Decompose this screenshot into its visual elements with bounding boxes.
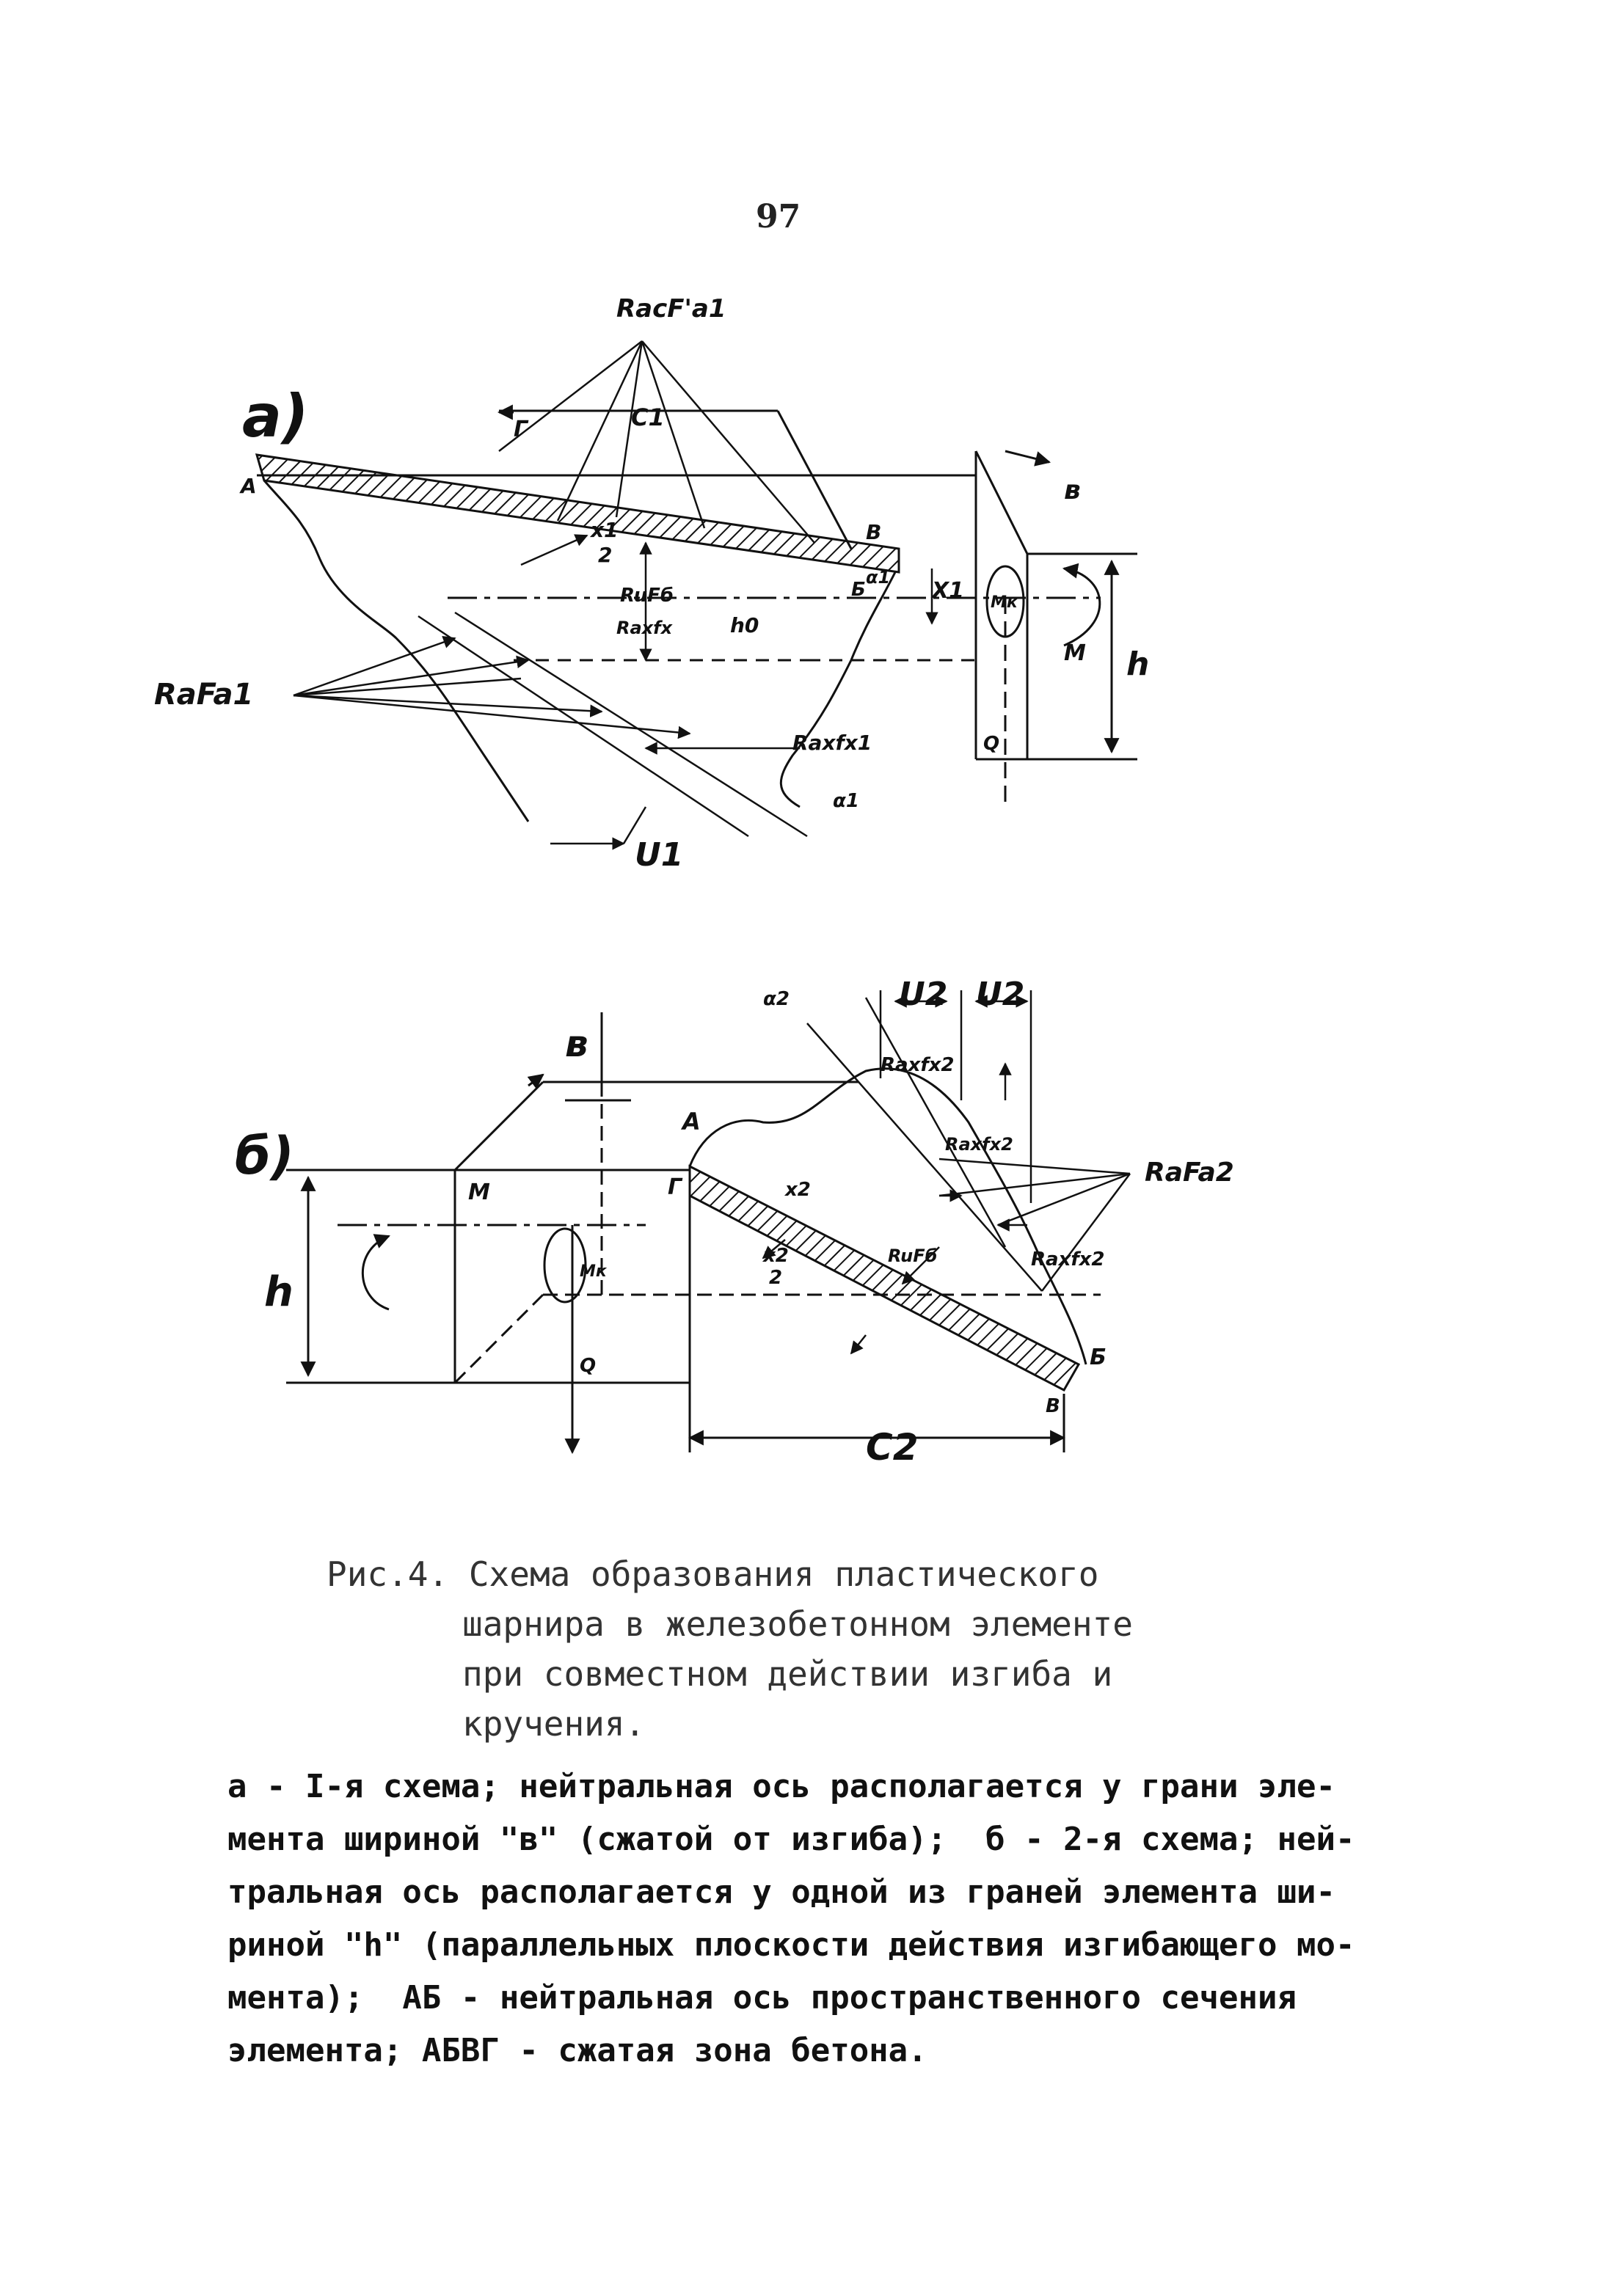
legend-line: элемента; АБВГ - сжатая зона бетона. [227,2032,927,2069]
label-m: M [468,1180,490,1205]
label-rafa1: RaFa1 [154,678,253,712]
label-x1-over-2-den: 2 [598,543,612,567]
figure-a-crack-left [263,480,530,822]
label-rufb: RuFб [620,585,674,607]
figure-b-crack [688,1067,1087,1365]
label-x2: x2 [784,1179,811,1201]
label-g: Г [514,417,529,442]
figure-a-force-fan-top [498,340,815,544]
label-a: А [680,1108,701,1136]
label-v: В [866,520,881,544]
label-h0: h0 [730,613,759,637]
page-number: 97 [756,198,801,235]
label-raxfx2-mid: Raxfx2 [945,1134,1013,1155]
label-b-corner: Б [1090,1345,1107,1370]
label-x1-over-2-num: x1 [589,518,619,542]
figure-a-crack-right [779,571,897,808]
label-racfa1: RacF'a1 [616,294,726,323]
label-x1: X1 [930,578,964,604]
figure-b: б) [235,954,1299,1482]
label-raxfx2-top: Raxfx2 [881,1054,955,1076]
figure-a: а) [154,279,1159,874]
figure-legend: а - I-я схема; нейтральная ось располага… [227,1761,1387,2077]
legend-line: а - I-я схема; нейтральная ось располага… [227,1768,1335,1805]
legend-line: тральная ось располагается у одной из гр… [227,1873,1335,1911]
label-b-thickness: в [1064,475,1081,505]
label-c2: C2 [866,1426,918,1469]
label-v: В [1046,1395,1060,1417]
figure-b-torque-symbol [361,1227,587,1311]
label-raxfx: Raxfx [616,618,674,638]
figure-a-compression-zone [255,453,900,574]
label-x2-over-2-den: 2 [769,1267,782,1289]
label-u2-left: U2 [899,976,947,1013]
caption-line: Рис.4. Схема образования пластического [327,1554,1099,1594]
figure-b-prism [286,1012,1101,1455]
label-alpha1: α1 [866,567,890,588]
label-x2-over-2-num: x2 [762,1245,789,1267]
label-q: Q [983,733,999,755]
figure-caption: Рис.4. Схема образования пластического ш… [327,1549,1280,1749]
label-h: h [264,1268,294,1316]
label-mk: Mк [991,593,1018,612]
label-h: h [1126,646,1149,683]
figure-a-inner-dimensions [520,534,938,662]
label-raxfx1: Raxfx1 [792,731,872,755]
figure-b-force-fan [938,1158,1131,1292]
figure-a-panel-label: а) [242,382,309,450]
figure-a-prism [257,404,1137,807]
figure-b-section-arrows [762,1239,940,1355]
caption-line: кручения. [462,1704,646,1744]
label-raxfx2-low: Raxfx2 [1031,1248,1105,1271]
caption-line: при совместном действии изгиба и [462,1654,1113,1694]
label-rafa2: RaFa2 [1145,1158,1234,1188]
figure-a-drawing: а) [154,294,1149,874]
label-u2-right: U2 [976,976,1024,1013]
label-alpha1-bottom: α1 [833,790,859,812]
figure-b-top-dimensions [806,990,1043,1292]
legend-line: мента); АБ - нейтральная ось пространств… [227,1979,1297,2017]
figure-a-force-fan-bottom [293,611,808,850]
label-b-width: в [565,1023,588,1065]
label-b-corner: Б [851,579,866,601]
caption-line: шарнира в железобетонном элементе [462,1604,1133,1644]
label-q: Q [580,1355,596,1377]
legend-line: риной "h" (параллельных плоскости действ… [227,1926,1355,1964]
figure-a-torque-symbol [985,563,1101,647]
label-g: Г [668,1174,683,1200]
figure-b-drawing: б) [235,976,1234,1469]
label-alpha2: α2 [763,988,790,1010]
label-rufb: RuFб [888,1246,937,1266]
legend-line: мента шириной "в" (сжатой от изгиба); б … [227,1821,1355,1858]
label-mk: Mк [580,1262,608,1281]
label-m: M [1064,640,1086,666]
label-u1: U1 [635,836,683,874]
label-c1: C1 [631,403,665,431]
figure-b-compression-zone [688,1164,1081,1392]
figure-b-panel-label: б) [235,1126,294,1186]
label-a: А [239,474,257,498]
